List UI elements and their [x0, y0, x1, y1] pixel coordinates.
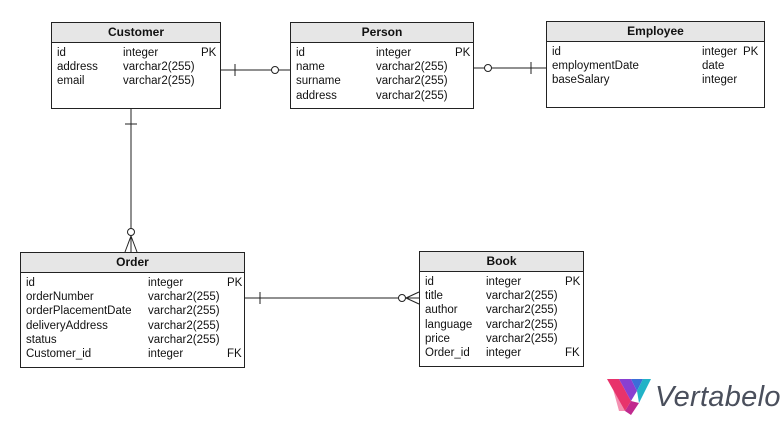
attribute-type: varchar2(255): [486, 290, 558, 303]
attribute-row: price varchar2(255): [420, 332, 583, 346]
attribute-name: address: [296, 89, 337, 102]
attribute-row: orderPlacementDate varchar2(255): [21, 304, 244, 318]
attribute-type: varchar2(255): [376, 61, 448, 74]
attribute-type: varchar2(255): [148, 333, 220, 346]
attribute-name: deliveryAddress: [26, 319, 108, 332]
rel-order-book: [245, 291, 420, 305]
attribute-row: surname varchar2(255): [291, 74, 473, 88]
attribute-name: name: [296, 61, 325, 74]
attribute-type: integer: [376, 47, 412, 59]
attribute-row: author varchar2(255): [420, 303, 583, 317]
attribute-type: integer: [148, 347, 184, 360]
entity-title: Order: [21, 253, 244, 273]
attribute-name: id: [425, 276, 434, 288]
attribute-key: PK: [201, 47, 217, 59]
vertabelo-mark-icon: [607, 379, 651, 415]
entity-book[interactable]: Book id integer PK title varchar2(255) a…: [419, 251, 584, 367]
attribute-row: address varchar2(255): [291, 89, 473, 103]
attribute-row: id integer PK: [547, 45, 764, 59]
attribute-row: id integer PK: [291, 46, 473, 60]
attribute-key: FK: [565, 346, 580, 359]
attribute-row: Order_id integer FK: [420, 346, 583, 360]
attribute-row: id integer PK: [52, 46, 220, 60]
attribute-name: id: [296, 47, 305, 59]
attribute-row: Customer_id integer FK: [21, 347, 244, 361]
attribute-name: language: [425, 318, 473, 331]
attribute-row: baseSalary integer: [547, 73, 764, 87]
rel-customer-person: [221, 64, 290, 76]
attribute-name: id: [57, 47, 66, 59]
attribute-type: integer: [486, 346, 522, 359]
rel-customer-order: [124, 109, 138, 253]
attribute-name: title: [425, 290, 443, 303]
vertabelo-logo: Vertabelo: [605, 375, 780, 420]
attribute-row: id integer PK: [21, 276, 244, 290]
attribute-name: employmentDate: [552, 60, 639, 73]
attribute-type: date: [702, 60, 725, 73]
attribute-type: varchar2(255): [123, 61, 195, 74]
attribute-type: varchar2(255): [376, 89, 448, 102]
attribute-row: title varchar2(255): [420, 289, 583, 303]
attribute-name: Customer_id: [26, 347, 92, 360]
attribute-type: integer: [702, 74, 738, 87]
attribute-type: varchar2(255): [148, 305, 220, 318]
attribute-type: varchar2(255): [486, 318, 558, 331]
attribute-name: status: [26, 333, 57, 346]
attribute-row: language varchar2(255): [420, 318, 583, 332]
attribute-type: varchar2(255): [376, 75, 448, 88]
attribute-type: varchar2(255): [148, 319, 220, 332]
attribute-name: orderNumber: [26, 291, 94, 304]
attribute-type: varchar2(255): [123, 75, 195, 88]
attribute-row: orderNumber varchar2(255): [21, 290, 244, 304]
entity-title: Customer: [52, 23, 220, 43]
attribute-name: price: [425, 332, 450, 345]
attribute-name: email: [57, 75, 85, 88]
attribute-name: author: [425, 304, 458, 317]
attribute-key: PK: [227, 277, 243, 289]
attribute-name: id: [26, 277, 35, 289]
attribute-row: email varchar2(255): [52, 74, 220, 88]
attribute-name: surname: [296, 75, 341, 88]
attribute-type: integer: [123, 47, 159, 59]
entity-title: Person: [291, 23, 473, 43]
entity-employee[interactable]: Employee id integer PK employmentDate da…: [546, 21, 765, 108]
entity-order[interactable]: Order id integer PK orderNumber varchar2…: [20, 252, 245, 368]
attribute-key: PK: [455, 47, 471, 59]
entity-title: Employee: [547, 22, 764, 42]
attribute-row: employmentDate date: [547, 59, 764, 73]
attribute-name: baseSalary: [552, 74, 610, 87]
attribute-type: integer: [702, 46, 738, 58]
entity-customer[interactable]: Customer id integer PK address varchar2(…: [51, 22, 221, 109]
attribute-key: PK: [565, 276, 581, 288]
attribute-row: status varchar2(255): [21, 333, 244, 347]
attribute-key: PK: [743, 46, 759, 58]
attribute-type: varchar2(255): [148, 291, 220, 304]
attribute-row: address varchar2(255): [52, 60, 220, 74]
brand-name: Vertabelo: [655, 381, 781, 413]
attribute-row: deliveryAddress varchar2(255): [21, 319, 244, 333]
attribute-name: Order_id: [425, 346, 470, 359]
attribute-name: id: [552, 46, 561, 58]
attribute-type: varchar2(255): [486, 304, 558, 317]
attribute-name: address: [57, 61, 98, 74]
attribute-row: name varchar2(255): [291, 60, 473, 74]
attribute-name: orderPlacementDate: [26, 305, 132, 318]
attribute-type: integer: [148, 277, 184, 289]
rel-employee-person: [473, 62, 546, 74]
attribute-type: varchar2(255): [486, 332, 558, 345]
attribute-type: integer: [486, 276, 522, 288]
attribute-row: id integer PK: [420, 275, 583, 289]
attribute-key: FK: [227, 347, 242, 360]
entity-person[interactable]: Person id integer PK name varchar2(255) …: [290, 22, 474, 109]
entity-title: Book: [420, 252, 583, 272]
